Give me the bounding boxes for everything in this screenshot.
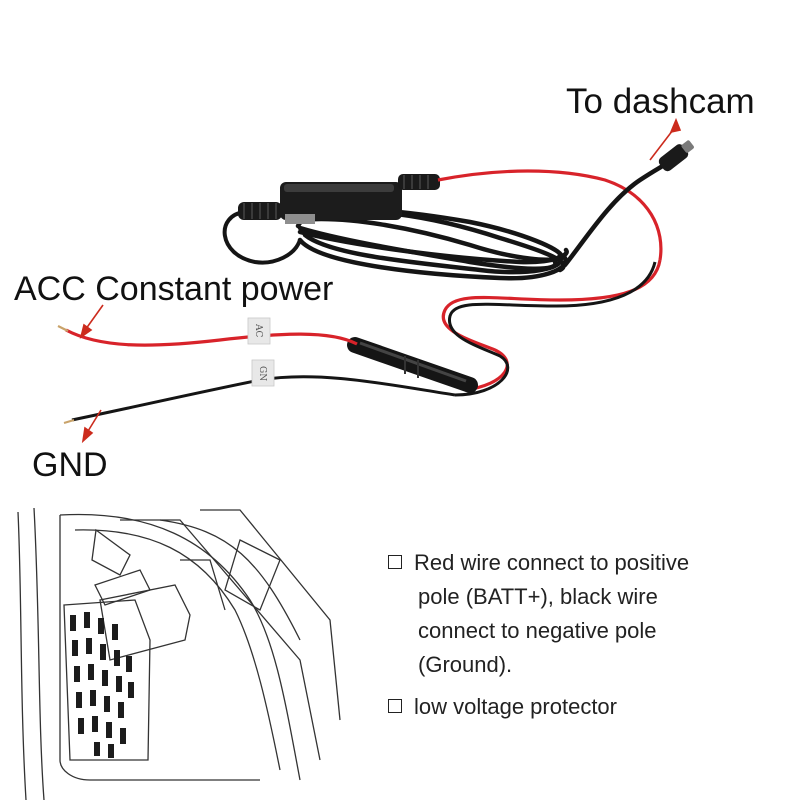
note-protector: low voltage protector bbox=[388, 690, 788, 724]
black-down-loop bbox=[448, 261, 657, 397]
checkbox-icon bbox=[388, 699, 402, 713]
note-line: low voltage protector bbox=[414, 694, 617, 719]
note-line: (Ground). bbox=[418, 652, 513, 677]
checkbox-icon bbox=[388, 555, 402, 569]
strain-relief-right bbox=[398, 174, 440, 190]
arrow-icon bbox=[79, 117, 682, 444]
svg-text:GN: GN bbox=[257, 366, 267, 381]
black-lead-loop bbox=[222, 210, 302, 265]
red-to-dashcam-a bbox=[437, 169, 663, 261]
acc-wire-tag: AC bbox=[247, 317, 271, 345]
note-line: Red wire connect to positive bbox=[414, 550, 690, 575]
acc-label: ACC Constant power bbox=[14, 270, 334, 308]
fuse-slots bbox=[70, 612, 134, 758]
converter-box bbox=[280, 182, 402, 224]
dashcam-connector bbox=[658, 140, 694, 172]
svg-text:AC: AC bbox=[253, 323, 263, 337]
red-down-loop bbox=[441, 259, 662, 392]
note-wiring: Red wire connect to positive pole (BATT+… bbox=[388, 546, 788, 682]
note-line: connect to negative pole bbox=[418, 618, 657, 643]
to-dashcam-label: To dashcam bbox=[566, 82, 755, 121]
note-line: pole (BATT+), black wire bbox=[418, 584, 658, 609]
acc-red-wire bbox=[65, 328, 358, 347]
gnd-wire-tip bbox=[63, 418, 75, 425]
gnd-wire-tag: GN bbox=[251, 359, 275, 387]
strain-relief-left bbox=[238, 202, 282, 220]
fuse-box-illustration bbox=[17, 507, 341, 800]
acc-wire-tip bbox=[57, 325, 69, 332]
gnd-label: GND bbox=[32, 446, 108, 484]
inline-fuse bbox=[347, 337, 478, 393]
